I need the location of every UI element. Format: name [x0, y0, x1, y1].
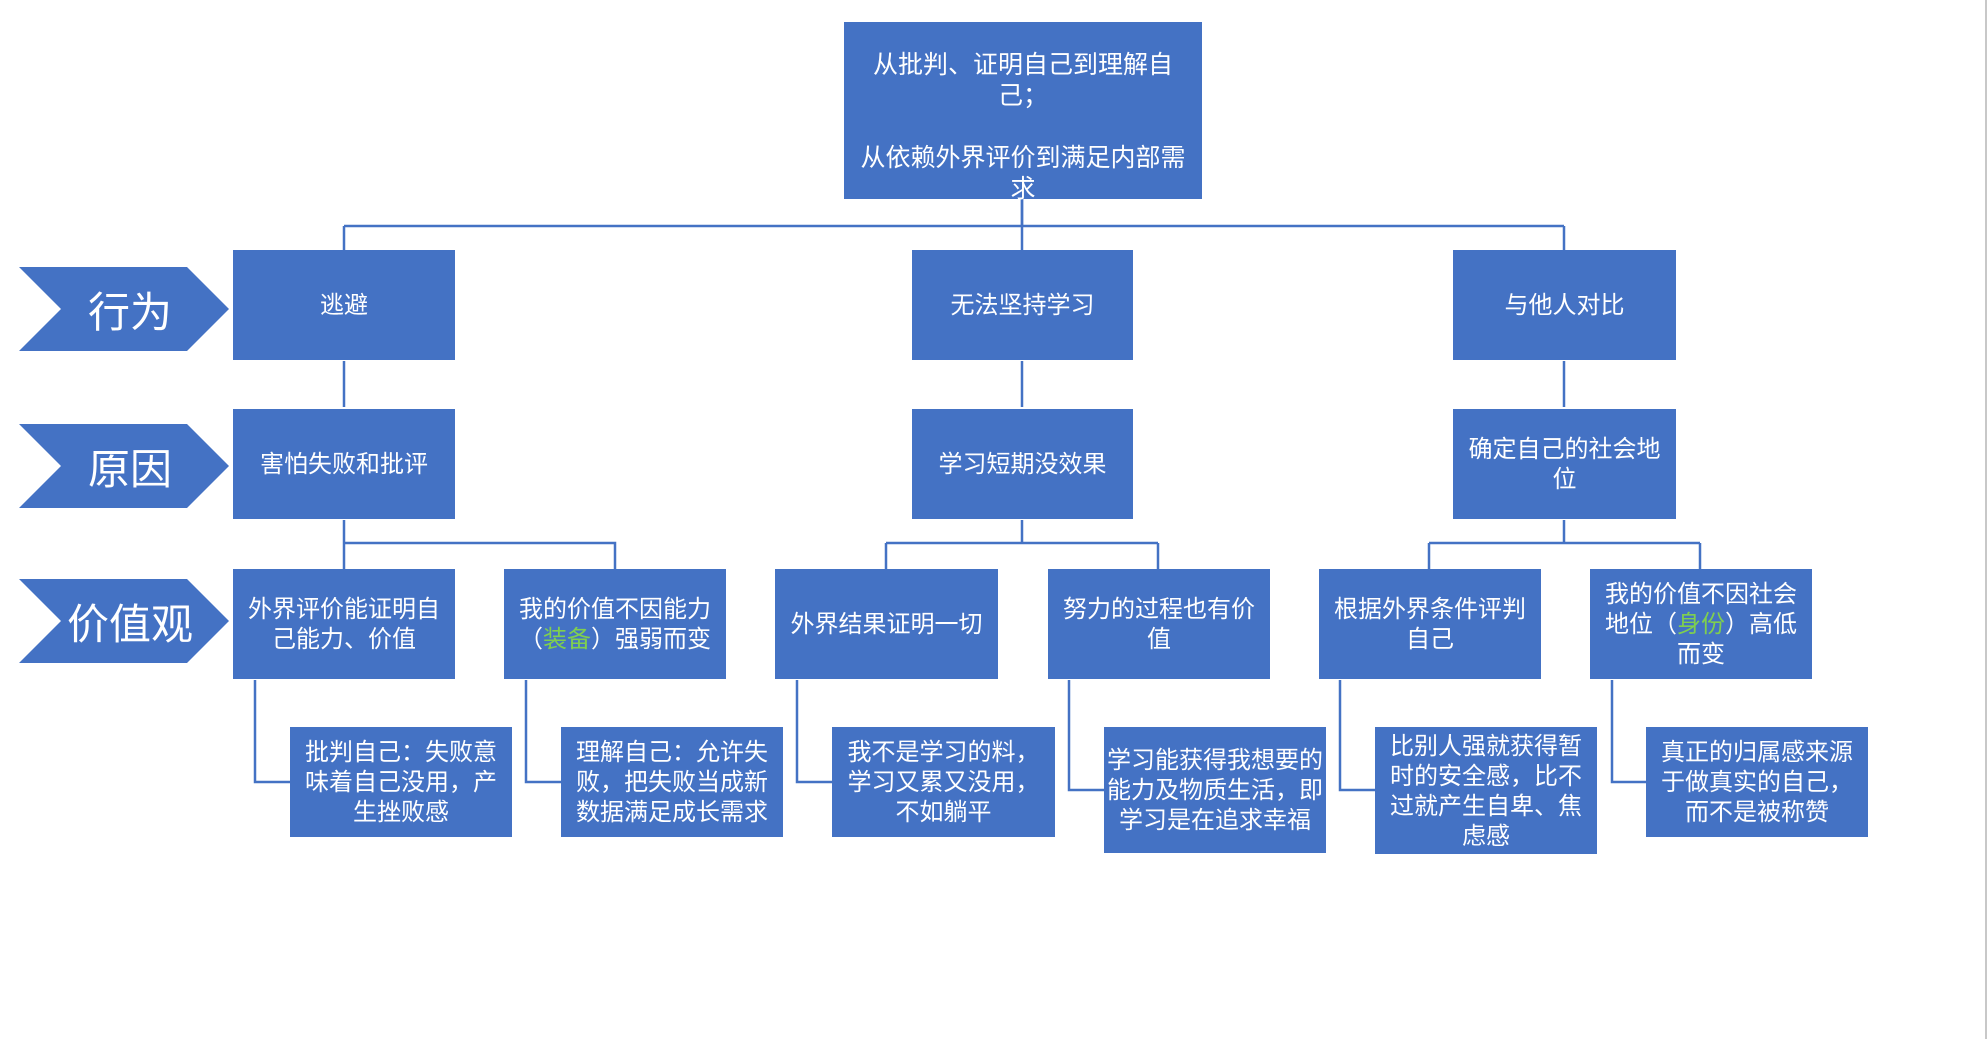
connector-cause-values-1 [342, 520, 617, 569]
detail-text: 学习能获得我想要的能力及物质生活，即学习是在追求幸福 [1107, 746, 1323, 834]
connector-detail-6 [1610, 680, 1646, 784]
page-edge-divider [1985, 0, 1987, 1039]
value-node: 我的价值不因社会地位（身份）高低而变 [1590, 569, 1812, 679]
row-label-values: 价值观 [19, 579, 229, 663]
detail-node: 学习能获得我想要的能力及物质生活，即学习是在追求幸福 [1104, 727, 1326, 853]
behavior-text: 逃避 [320, 291, 368, 319]
row-label-cause: 原因 [19, 424, 229, 508]
value-text: 外界结果证明一切 [790, 610, 983, 638]
connector-detail-5 [1338, 680, 1375, 792]
cause-node: 学习短期没效果 [912, 409, 1133, 519]
value-node: 根据外界条件评判自己 [1319, 569, 1541, 679]
behavior-node: 与他人对比 [1453, 250, 1676, 360]
value-text-post: ）高低而变 [1677, 610, 1797, 668]
row-label-text: 原因 [87, 444, 172, 494]
detail-text: 我不是学习的料，学习又累又没用，不如躺平 [847, 738, 1040, 826]
value-node: 外界评价能证明自己能力、价值 [233, 569, 455, 679]
chevron-arrow-icon [19, 424, 229, 508]
detail-node: 批判自己：失败意味着自己没用，产生挫败感 [290, 727, 512, 837]
cause-node: 确定自己的社会地位 [1453, 409, 1676, 519]
connector-cause-values-2 [884, 520, 1160, 569]
root-line-2: 从依赖外界评价到满足内部需求 [860, 142, 1186, 203]
detail-text: 真正的归属感来源于做真实的自己，而不是被称赞 [1661, 738, 1853, 826]
value-text-post: ）强弱而变 [591, 625, 711, 653]
value-node: 我的价值不因能力（装备）强弱而变 [504, 569, 726, 679]
detail-node: 真正的归属感来源于做真实的自己，而不是被称赞 [1646, 727, 1868, 837]
connector-detail-3 [795, 680, 832, 784]
value-highlight: 装备 [543, 625, 591, 653]
detail-node: 理解自己：允许失败，把失败当成新数据满足成长需求 [561, 727, 783, 837]
value-text: 我的价值不因能力（ [519, 595, 711, 653]
connector-detail-1 [253, 680, 290, 784]
chevron-arrow-icon [19, 267, 229, 351]
value-text: 外界评价能证明自己能力、价值 [248, 595, 440, 653]
behavior-text: 无法坚持学习 [950, 291, 1095, 319]
cause-text: 害怕失败和批评 [260, 450, 428, 478]
detail-text: 比别人强就获得暂时的安全感，比不过就产生自卑、焦虑感 [1390, 731, 1582, 850]
detail-text: 批判自己：失败意味着自己没用，产生挫败感 [305, 738, 497, 826]
connector-cause-values-3 [1427, 520, 1702, 569]
behavior-text: 与他人对比 [1504, 291, 1625, 319]
value-highlight: 身份 [1677, 610, 1725, 638]
row-label-text: 价值观 [66, 599, 193, 649]
behavior-node: 无法坚持学习 [912, 250, 1133, 360]
behavior-node: 逃避 [233, 250, 455, 360]
root-node: 从批判、证明自己到理解自己； 从依赖外界评价到满足内部需求 [844, 22, 1202, 203]
chevron-arrow-icon [19, 579, 229, 663]
row-label-text: 行为 [87, 287, 172, 337]
value-node: 外界结果证明一切 [775, 569, 998, 679]
cause-node: 害怕失败和批评 [233, 409, 455, 519]
value-text: 根据外界条件评判自己 [1334, 595, 1526, 653]
detail-text: 理解自己：允许失败，把失败当成新数据满足成长需求 [576, 738, 768, 826]
value-text: 努力的过程也有价值 [1063, 595, 1255, 653]
cause-text: 学习短期没效果 [938, 450, 1107, 478]
detail-node: 比别人强就获得暂时的安全感，比不过就产生自卑、焦虑感 [1375, 727, 1597, 854]
detail-node: 我不是学习的料，学习又累又没用，不如躺平 [832, 727, 1055, 837]
value-text: 我的价值不因社会地位（ [1605, 580, 1797, 638]
value-node: 努力的过程也有价值 [1048, 569, 1270, 679]
cause-text: 确定自己的社会地位 [1468, 435, 1661, 493]
row-label-behavior: 行为 [19, 267, 229, 351]
connector-detail-2 [524, 680, 561, 784]
root-line-1: 从批判、证明自己到理解自己； [872, 49, 1173, 110]
connector-detail-4 [1067, 680, 1104, 792]
